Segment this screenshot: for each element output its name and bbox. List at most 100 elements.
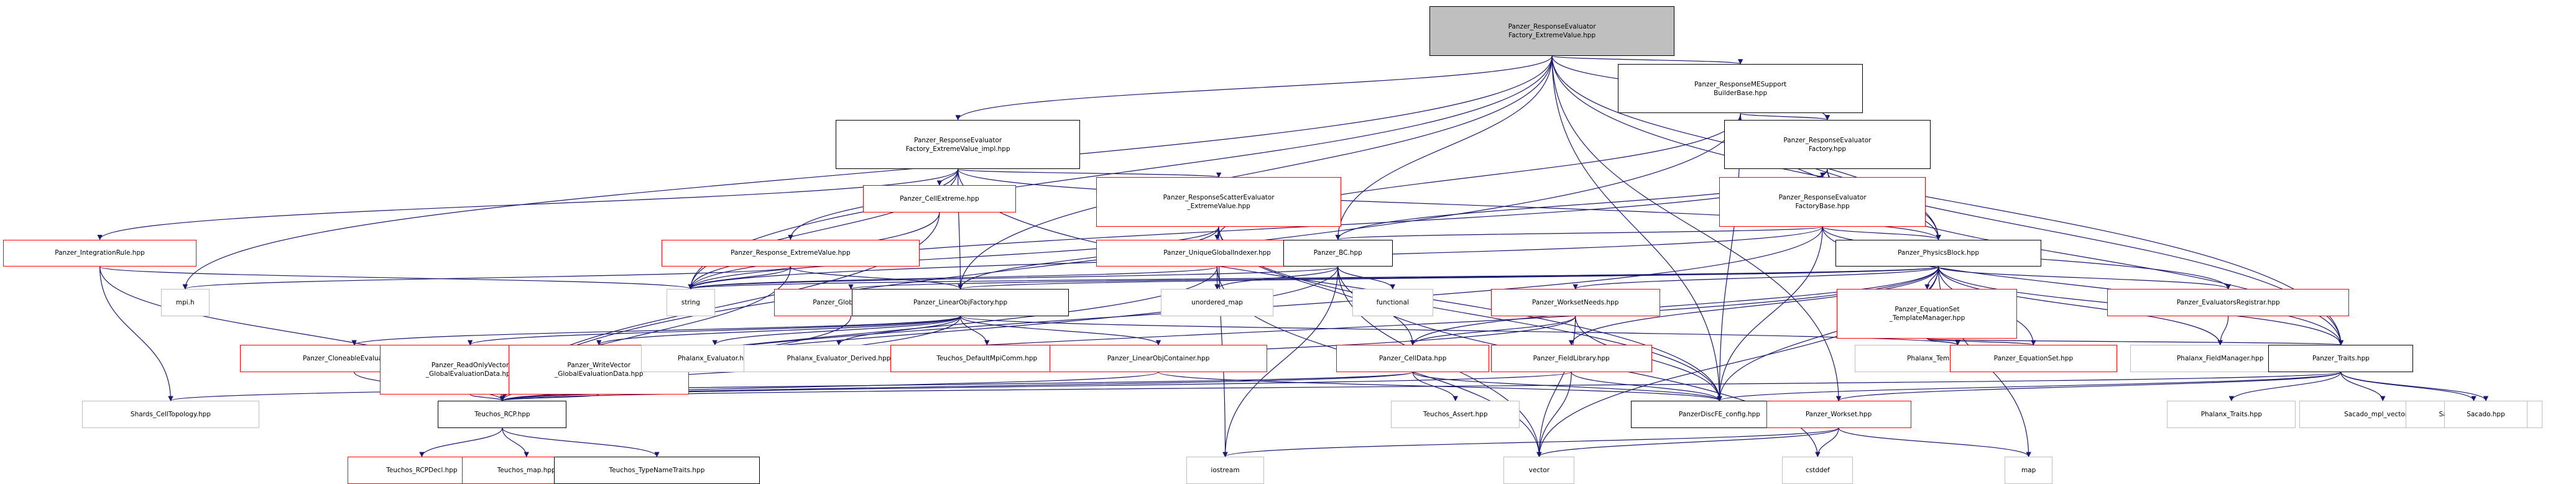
node-label-line: FactoryBase.hpp xyxy=(1795,203,1850,211)
node-workset-needs[interactable]: Panzer_WorksetNeeds.hpp xyxy=(1490,289,1660,316)
edge-root-to-mpi xyxy=(182,55,1553,290)
node-label-line: Panzer_WriteVector xyxy=(567,361,631,369)
node-label-line: Panzer_ResponseEvaluator xyxy=(914,136,1002,144)
node-label-line: Panzer_WorksetNeeds.hpp xyxy=(1532,299,1619,306)
edge-physics-block-to-field-library xyxy=(1569,267,1939,345)
node-eqset-tm[interactable]: Panzer_EquationSet_TemplateManager.hpp xyxy=(1837,289,2018,339)
node-label-line: Panzer_Traits.hpp xyxy=(2312,354,2370,362)
node-label-line: Panzer_EquationSet xyxy=(1895,305,1960,313)
edge-response-extreme-to-mpi xyxy=(182,266,791,290)
node-cstddef[interactable]: cstddef xyxy=(1782,457,1854,484)
edge-workset-to-vector xyxy=(1536,427,1839,457)
node-teuchos-assert[interactable]: Teuchos_Assert.hpp xyxy=(1391,401,1520,428)
node-label-line: functional xyxy=(1376,299,1409,306)
node-iostream[interactable]: iostream xyxy=(1186,457,1264,484)
node-scatter[interactable]: Panzer_ResponseScatterEvaluator_ExtremeV… xyxy=(1096,177,1341,227)
edge-scatter-to-iostream xyxy=(1218,226,1228,457)
edge-root-to-bc xyxy=(1335,55,1553,240)
edge-rev-impl-to-config xyxy=(958,169,1722,401)
node-label-line: Teuchos_TypeNameTraits.hpp xyxy=(609,466,705,474)
node-cell-data[interactable]: Panzer_CellData.hpp xyxy=(1336,345,1490,372)
edge-linear-obj-factory-to-linear-obj-container xyxy=(959,316,1161,345)
node-linear-obj-factory[interactable]: Panzer_LinearObjFactory.hpp xyxy=(851,289,1069,316)
edge-integration-rule-to-string xyxy=(99,266,693,290)
node-string[interactable]: string xyxy=(667,289,715,316)
edge-response-extreme-to-linear-obj-factory xyxy=(790,266,963,290)
node-label-line: Panzer_LinearObjFactory.hpp xyxy=(913,299,1008,306)
edge-traits-to-sacado-vector xyxy=(2340,372,2386,401)
node-sacado[interactable]: Sacado.hpp xyxy=(2444,401,2528,428)
edge-rev-factory-base-to-physics-block xyxy=(1822,226,1941,240)
node-mpi[interactable]: mpi.h xyxy=(160,289,210,316)
edge-unique-gi-to-string xyxy=(688,266,1218,290)
edge-traits-to-workset xyxy=(1836,372,2342,401)
node-type-name[interactable]: Teuchos_TypeNameTraits.hpp xyxy=(553,457,760,484)
node-shards[interactable]: Shards_CellTopology.hpp xyxy=(82,401,259,428)
node-label-line: Panzer_LinearObjContainer.hpp xyxy=(1107,354,1210,362)
node-label-line: Panzer_FieldLibrary.hpp xyxy=(1533,354,1610,362)
edge-root-to-config xyxy=(1551,55,1722,401)
node-functional[interactable]: functional xyxy=(1352,289,1433,316)
node-field-library[interactable]: Panzer_FieldLibrary.hpp xyxy=(1490,345,1652,372)
edge-cell-data-to-shards xyxy=(168,372,1413,401)
edge-root-to-traits xyxy=(1551,55,2344,345)
edge-response-extreme-to-string xyxy=(688,266,791,290)
node-physics-block[interactable]: Panzer_PhysicsBlock.hpp xyxy=(1835,239,2042,267)
edge-root-to-workset xyxy=(1551,55,1842,401)
node-rcp[interactable]: Teuchos_RCP.hpp xyxy=(438,401,567,428)
edge-scatter-to-string xyxy=(688,226,1219,290)
edge-linear-obj-factory-to-write-vector xyxy=(596,316,961,345)
node-workset[interactable]: Panzer_Workset.hpp xyxy=(1766,401,1911,428)
node-map[interactable]: map xyxy=(2004,457,2053,484)
node-label-line: Panzer_ResponseMESupport xyxy=(1694,80,1787,88)
node-phalanx-traits[interactable]: Phalanx_Traits.hpp xyxy=(2167,401,2296,428)
node-label-line: map xyxy=(2021,466,2036,474)
node-label-line: _GlobalEvaluationData.hpp xyxy=(554,370,644,378)
node-label-line: Panzer_CellData.hpp xyxy=(1378,354,1447,362)
node-label-line: mpi.h xyxy=(175,299,195,306)
edge-linear-obj-factory-to-cloneable xyxy=(351,316,961,345)
node-label-line: Factory_ExtremeValue_impl.hpp xyxy=(905,145,1010,153)
node-vector[interactable]: vector xyxy=(1503,457,1575,484)
node-linear-obj-container[interactable]: Panzer_LinearObjContainer.hpp xyxy=(1050,345,1267,372)
node-label-line: _TemplateManager.hpp xyxy=(1889,314,1965,322)
node-label-line: Panzer_UniqueGlobalIndexer.hpp xyxy=(1163,249,1271,257)
edge-me-support-to-rev-factory xyxy=(1740,112,1830,121)
node-label-line: Panzer_EquationSet.hpp xyxy=(1993,354,2074,362)
edge-integration-rule-to-shards xyxy=(99,267,173,401)
node-label-line: Factory.hpp xyxy=(1808,145,1847,153)
node-cell-extreme[interactable]: Panzer_CellExtreme.hpp xyxy=(862,185,1016,212)
edge-bc-to-iostream xyxy=(1222,267,1339,457)
node-eval-registrar[interactable]: Panzer_EvaluatorsRegistrar.hpp xyxy=(2107,289,2349,316)
edge-root-to-rev-impl xyxy=(955,55,1553,121)
node-unordered-map[interactable]: unordered_map xyxy=(1160,289,1274,316)
edge-traits-to-rcp xyxy=(500,372,2342,401)
node-traits[interactable]: Panzer_Traits.hpp xyxy=(2268,345,2414,372)
edge-cell-data-to-config xyxy=(1412,372,1722,401)
node-label-line: Panzer_ResponseScatterEvaluator xyxy=(1163,194,1275,202)
node-label-line: Panzer_Workset.hpp xyxy=(1805,410,1872,418)
node-label-line: cstddef xyxy=(1805,466,1830,474)
node-label-line: Panzer_ReadOnlyVector xyxy=(431,361,509,369)
node-label-line: Teuchos_DefaultMpiComm.hpp xyxy=(936,354,1038,362)
node-bc[interactable]: Panzer_BC.hpp xyxy=(1283,239,1393,267)
edge-eqset-tm-to-equation-set xyxy=(1926,338,2036,345)
edge-traits-to-config xyxy=(1717,372,2342,401)
node-integration-rule[interactable]: Panzer_IntegrationRule.hpp xyxy=(3,239,196,267)
node-label-line: Teuchos_RCPDecl.hpp xyxy=(386,466,458,474)
edge-physics-block-to-workset-needs xyxy=(1572,266,1939,290)
node-label-line: Panzer_IntegrationRule.hpp xyxy=(55,249,145,257)
node-equation-set[interactable]: Panzer_EquationSet.hpp xyxy=(1949,345,2117,372)
node-label-line: Panzer_ResponseEvaluator xyxy=(1783,136,1872,144)
edge-workset-needs-to-cell-data xyxy=(1410,316,1576,345)
edge-workset-to-iostream xyxy=(1222,427,1839,457)
edge-linear-obj-factory-to-read-only xyxy=(468,316,961,345)
node-response-extreme[interactable]: Panzer_Response_ExtremeValue.hpp xyxy=(662,239,920,267)
edge-linear-obj-factory-to-default-mpi xyxy=(959,316,990,345)
